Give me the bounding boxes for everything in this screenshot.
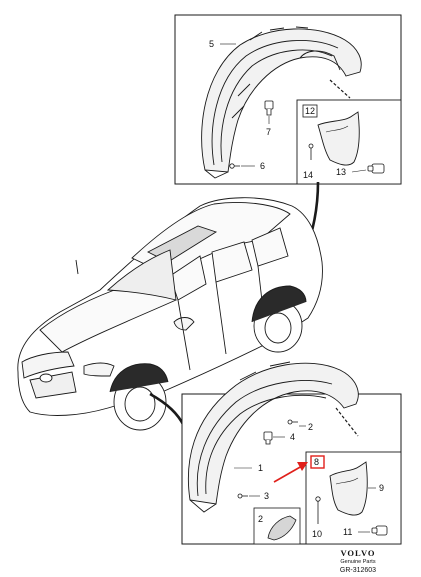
clip-kit-box-2: 2 [253,507,301,545]
clip-7 [264,100,274,116]
clip-11 [371,525,388,536]
callout-2-kit: 2 [258,514,263,524]
car-illustration [17,197,323,431]
side-mirror [173,317,195,331]
callout-5: 5 [209,39,214,49]
callout-12: 12 [305,106,315,116]
highlight-arrow [273,462,308,483]
callout-9: 9 [379,483,384,493]
volvo-emblem-icon [39,373,53,383]
callout-11: 11 [343,527,352,537]
brand-logo: VOLVO [340,548,375,558]
screw-14 [308,143,314,160]
bottom-detail-panel: 4 2 1 3 2 8 9 [181,361,402,545]
highlight-box-8 [310,455,325,469]
front-mudflap [329,461,368,516]
diagram-code: GR-312603 [340,567,376,574]
top-detail-panel: 5 7 6 12 14 [174,14,402,185]
rear-wheel-arch-liner [251,285,307,323]
callout-1: 1 [258,463,263,473]
screw-3 [237,493,248,499]
callout-13: 13 [336,167,346,177]
front-wheel-liner [187,361,359,513]
splash-guard-clip [267,515,297,541]
screw-6 [229,163,240,169]
mudflap-kit-box-12: 12 14 13 [296,99,402,185]
antenna [75,259,79,275]
clip-4 [263,431,273,445]
rear-mudflap [317,111,360,166]
callout-8: 8 [314,457,319,467]
callout-4: 4 [290,432,295,442]
callout-14: 14 [303,170,313,180]
callout-6: 6 [260,161,265,171]
brand-footer: VOLVO Genuine Parts GR-312603 [340,548,376,574]
screw-2 [287,419,298,425]
clip-13 [367,163,385,174]
callout-2: 2 [308,422,313,432]
callout-3: 3 [264,491,269,501]
callout-7: 7 [266,127,271,137]
front-wheel-arch-liner [109,363,169,393]
brand-subtitle: Genuine Parts [340,559,375,565]
callout-10: 10 [312,529,322,539]
screw-10 [315,496,321,524]
mudflap-kit-box-8: 8 9 10 11 [305,451,402,545]
rear-wheel-liner [201,26,362,179]
